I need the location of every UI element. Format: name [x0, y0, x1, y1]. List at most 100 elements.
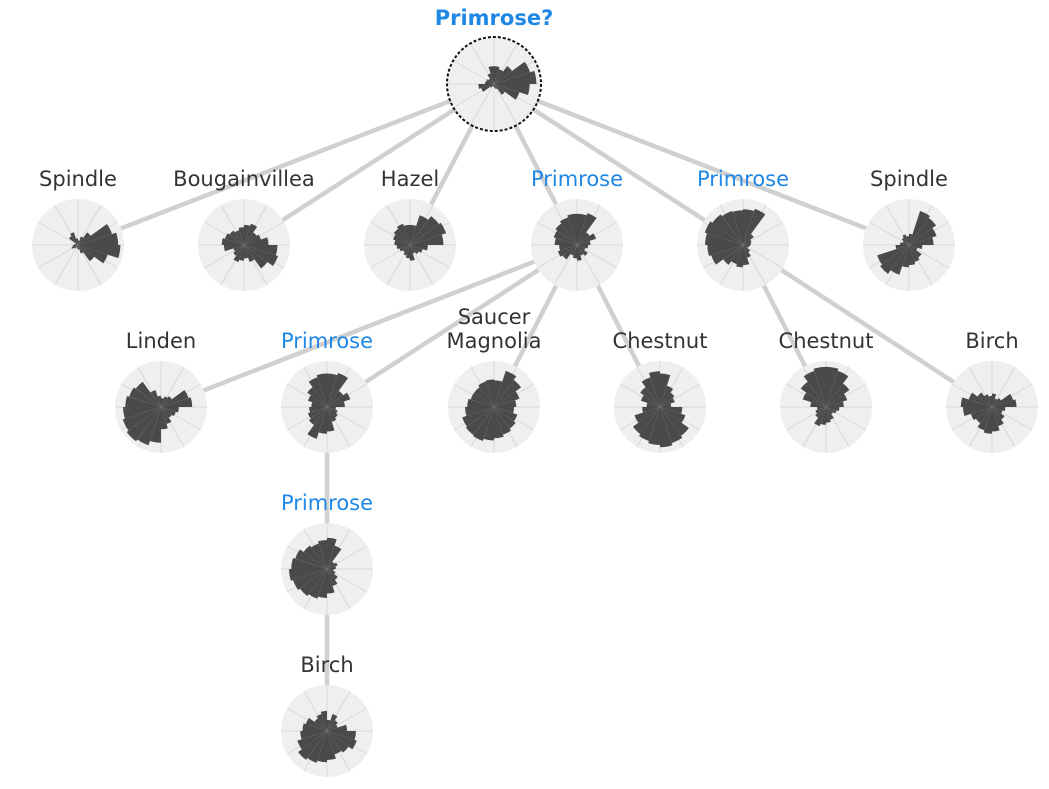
rose-petal — [640, 387, 660, 407]
rose-petal — [309, 407, 327, 413]
rose-gridline — [470, 83, 495, 125]
rose-petal — [244, 223, 258, 245]
rose-petal — [494, 84, 498, 90]
node-label: Spindle — [39, 167, 117, 191]
rose-petal — [410, 245, 415, 261]
rose-petal — [78, 245, 84, 254]
rose-petal — [492, 84, 494, 87]
rose-petal — [906, 236, 909, 245]
rose-petal — [316, 373, 327, 407]
rose-petal — [963, 407, 992, 416]
rose-petal — [494, 407, 515, 414]
rose-petal — [157, 395, 161, 407]
rose-petal — [732, 210, 743, 245]
rose-petal — [900, 242, 909, 245]
rose-petal — [327, 561, 335, 569]
rose-petal — [992, 407, 1006, 412]
rose-petal — [327, 566, 336, 569]
rose-petal — [298, 731, 327, 760]
rose-petal — [494, 407, 504, 439]
rose-petal — [660, 385, 674, 407]
rose-petal — [800, 381, 826, 407]
rose-petal — [320, 710, 327, 731]
rose-petal — [244, 232, 257, 245]
node-label: Hazel — [381, 167, 439, 191]
rose-petal — [317, 731, 327, 763]
rose-petal — [577, 213, 587, 245]
edge-root-s1 — [77, 81, 495, 248]
rose-petal — [488, 78, 494, 84]
rose-petal — [494, 379, 522, 407]
rose-petal — [707, 245, 743, 257]
rose-petal — [485, 379, 494, 407]
rose-petal — [137, 407, 161, 446]
rose-petal — [78, 232, 91, 245]
rose-petal — [396, 245, 410, 250]
rose-petal — [803, 370, 826, 407]
rose-petal — [743, 245, 751, 258]
rose-petal — [244, 234, 261, 245]
rose-petal — [553, 230, 577, 245]
rose-petal — [244, 237, 269, 245]
rose-petal — [233, 245, 244, 262]
rose-petal — [660, 392, 675, 407]
rose-petal — [462, 407, 494, 427]
rose-petal — [327, 731, 336, 760]
node-label: Bougainvillea — [173, 167, 315, 191]
rose-petal — [743, 242, 752, 245]
rose-petal — [984, 394, 992, 407]
rose-petal — [233, 245, 244, 256]
rose-petal — [983, 407, 992, 434]
rose-petal — [300, 731, 327, 740]
rose-petal — [555, 223, 577, 245]
rose-petal — [327, 545, 342, 569]
rose-petal — [402, 245, 410, 253]
rose-petal — [327, 407, 335, 432]
rose-petal — [234, 230, 244, 245]
rose-petal — [960, 397, 992, 407]
rose-petal — [817, 407, 826, 410]
rose-petal — [327, 724, 338, 731]
rose-petal — [223, 245, 244, 252]
rose-petal — [902, 234, 909, 245]
rose-petal — [327, 373, 348, 407]
node-s2: Spindle — [863, 167, 955, 291]
rose-petal — [327, 407, 338, 414]
rose-petal — [71, 245, 78, 249]
rose-petal — [992, 407, 1004, 427]
rose-petal — [327, 562, 338, 569]
rose-petal — [327, 537, 337, 569]
rose-petal — [634, 407, 660, 423]
rose-petal — [577, 240, 591, 245]
rose-petal — [577, 245, 584, 256]
rose-petal — [826, 366, 839, 407]
rose-petal — [902, 245, 909, 268]
rose-petal — [660, 407, 689, 436]
rose-petal — [410, 245, 420, 255]
rose-petal — [293, 569, 327, 590]
rose-petal — [826, 383, 850, 407]
rose-petal — [327, 731, 349, 753]
rose-petal — [648, 371, 660, 407]
rose-petal — [820, 407, 826, 425]
rose-petal — [901, 237, 909, 245]
rose-petal — [78, 245, 80, 250]
rose-petal — [327, 720, 338, 731]
rose-petal — [577, 233, 597, 245]
rose-petal — [909, 245, 920, 262]
rose-petal — [244, 245, 255, 262]
rose-petal — [244, 245, 278, 266]
rose-petal — [74, 245, 78, 249]
rose-petal — [467, 398, 494, 407]
node-c2: Chestnut — [779, 329, 873, 453]
rose-petal — [743, 209, 755, 245]
rose-petal — [909, 211, 930, 245]
rose-petal — [632, 407, 660, 435]
rose-petal — [494, 380, 503, 407]
rose-petal — [975, 407, 992, 424]
rose-petal — [977, 407, 992, 431]
rose-petal — [244, 224, 251, 245]
rose-petal — [743, 208, 766, 245]
edge-root-p2 — [492, 82, 745, 247]
rose-petal — [641, 377, 660, 407]
